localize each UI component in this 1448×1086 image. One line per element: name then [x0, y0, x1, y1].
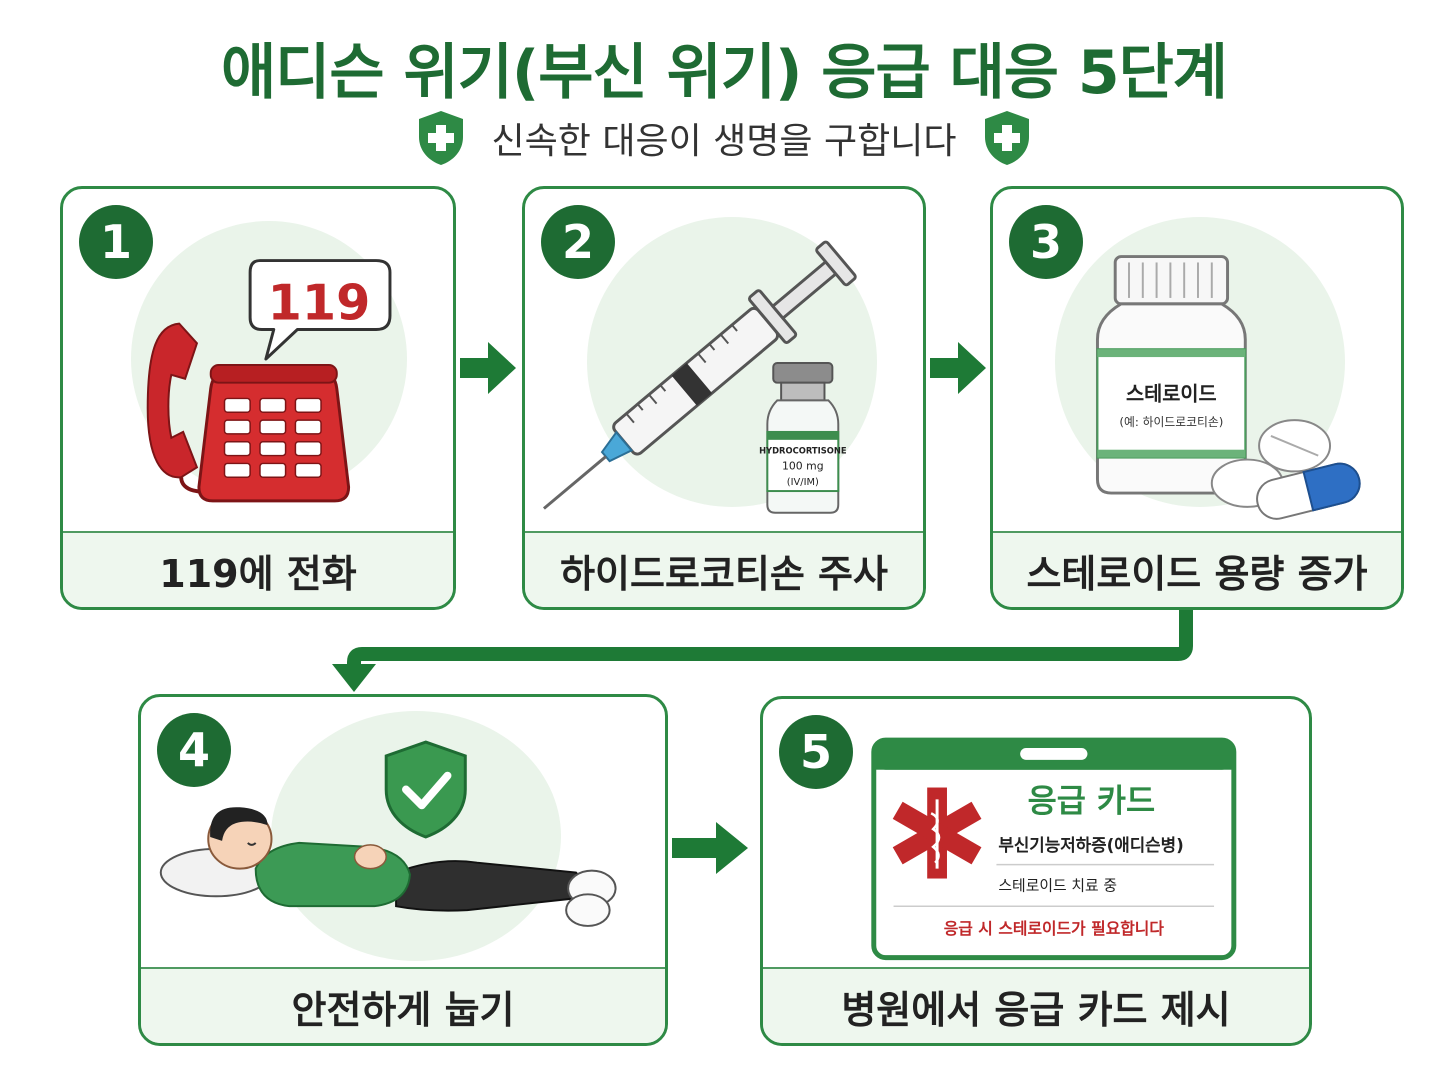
step-number-badge: 1	[79, 205, 153, 279]
arrow-right-icon	[930, 342, 986, 394]
card-line-treatment: 스테로이드 치료 중	[998, 877, 1117, 894]
telephone-icon: 119	[146, 259, 392, 503]
step-number-badge: 2	[541, 205, 615, 279]
step-card-3: 3 스테로이드 (예: 하이드로코티손) 스테로이드 용량 증가	[990, 186, 1404, 610]
emergency-card-icon: 응급 카드 부신기능저하증(애디슨병) 스테로이드 치료 중 응급 시 스테로이…	[871, 737, 1237, 961]
bubble-119-text: 119	[268, 274, 371, 332]
step-number-badge: 4	[157, 713, 231, 787]
step-label: 119에 전화	[63, 531, 453, 607]
arrow-right-icon	[672, 822, 748, 874]
step-card-5: 5 응급 카드 부신기능저하증(애디슨병) 스테로이드 치료 중 응급 시 스테…	[760, 696, 1312, 1046]
vial-label-dose: 100 mg	[782, 459, 824, 472]
bottle-label-sub: (예: 하이드로코티손)	[1119, 415, 1223, 429]
step-label: 병원에서 응급 카드 제시	[763, 967, 1309, 1043]
page-title: 애디슨 위기(부신 위기) 응급 대응 5단계	[220, 38, 1228, 108]
subtitle: 신속한 대응이 생명을 구합니다	[491, 121, 957, 162]
step-label: 스테로이드 용량 증가	[993, 531, 1401, 607]
step-card-1: 1 119 119에 전화	[60, 186, 456, 610]
vial-label-route: (IV/IM)	[787, 477, 819, 488]
arrow-right-icon	[460, 342, 516, 394]
step-number-badge: 5	[779, 715, 853, 789]
person-lying-icon	[159, 740, 617, 927]
pill-bottle-icon: 스테로이드 (예: 하이드로코티손)	[1095, 255, 1361, 520]
step-label: 하이드로코티손 주사	[525, 531, 923, 607]
step-number-badge: 3	[1009, 205, 1083, 279]
syringe-icon: HYDROCORTISONE 100 mg (IV/IM)	[542, 240, 857, 514]
step-card-2: 2 HYDROCORTISONE 100 mg (IV/IM) 하이드로코티	[522, 186, 926, 610]
check-shield-icon	[384, 740, 467, 839]
medical-shield-icon	[418, 111, 463, 165]
card-warning: 응급 시 스테로이드가 필요합니다	[944, 919, 1165, 938]
card-title: 응급 카드	[1028, 783, 1155, 819]
step-card-4: 4 안전하게 눕기	[138, 694, 668, 1046]
bottle-label-title: 스테로이드	[1126, 382, 1217, 405]
vial-label-name: HYDROCORTISONE	[759, 446, 847, 456]
subtitle-row: 신속한 대응이 생명을 구합니다	[0, 108, 1448, 168]
step-label: 안전하게 눕기	[141, 967, 665, 1043]
star-of-life-icon	[892, 787, 982, 879]
medical-shield-icon	[985, 111, 1030, 165]
card-line-diagnosis: 부신기능저하증(애디슨병)	[998, 835, 1183, 855]
